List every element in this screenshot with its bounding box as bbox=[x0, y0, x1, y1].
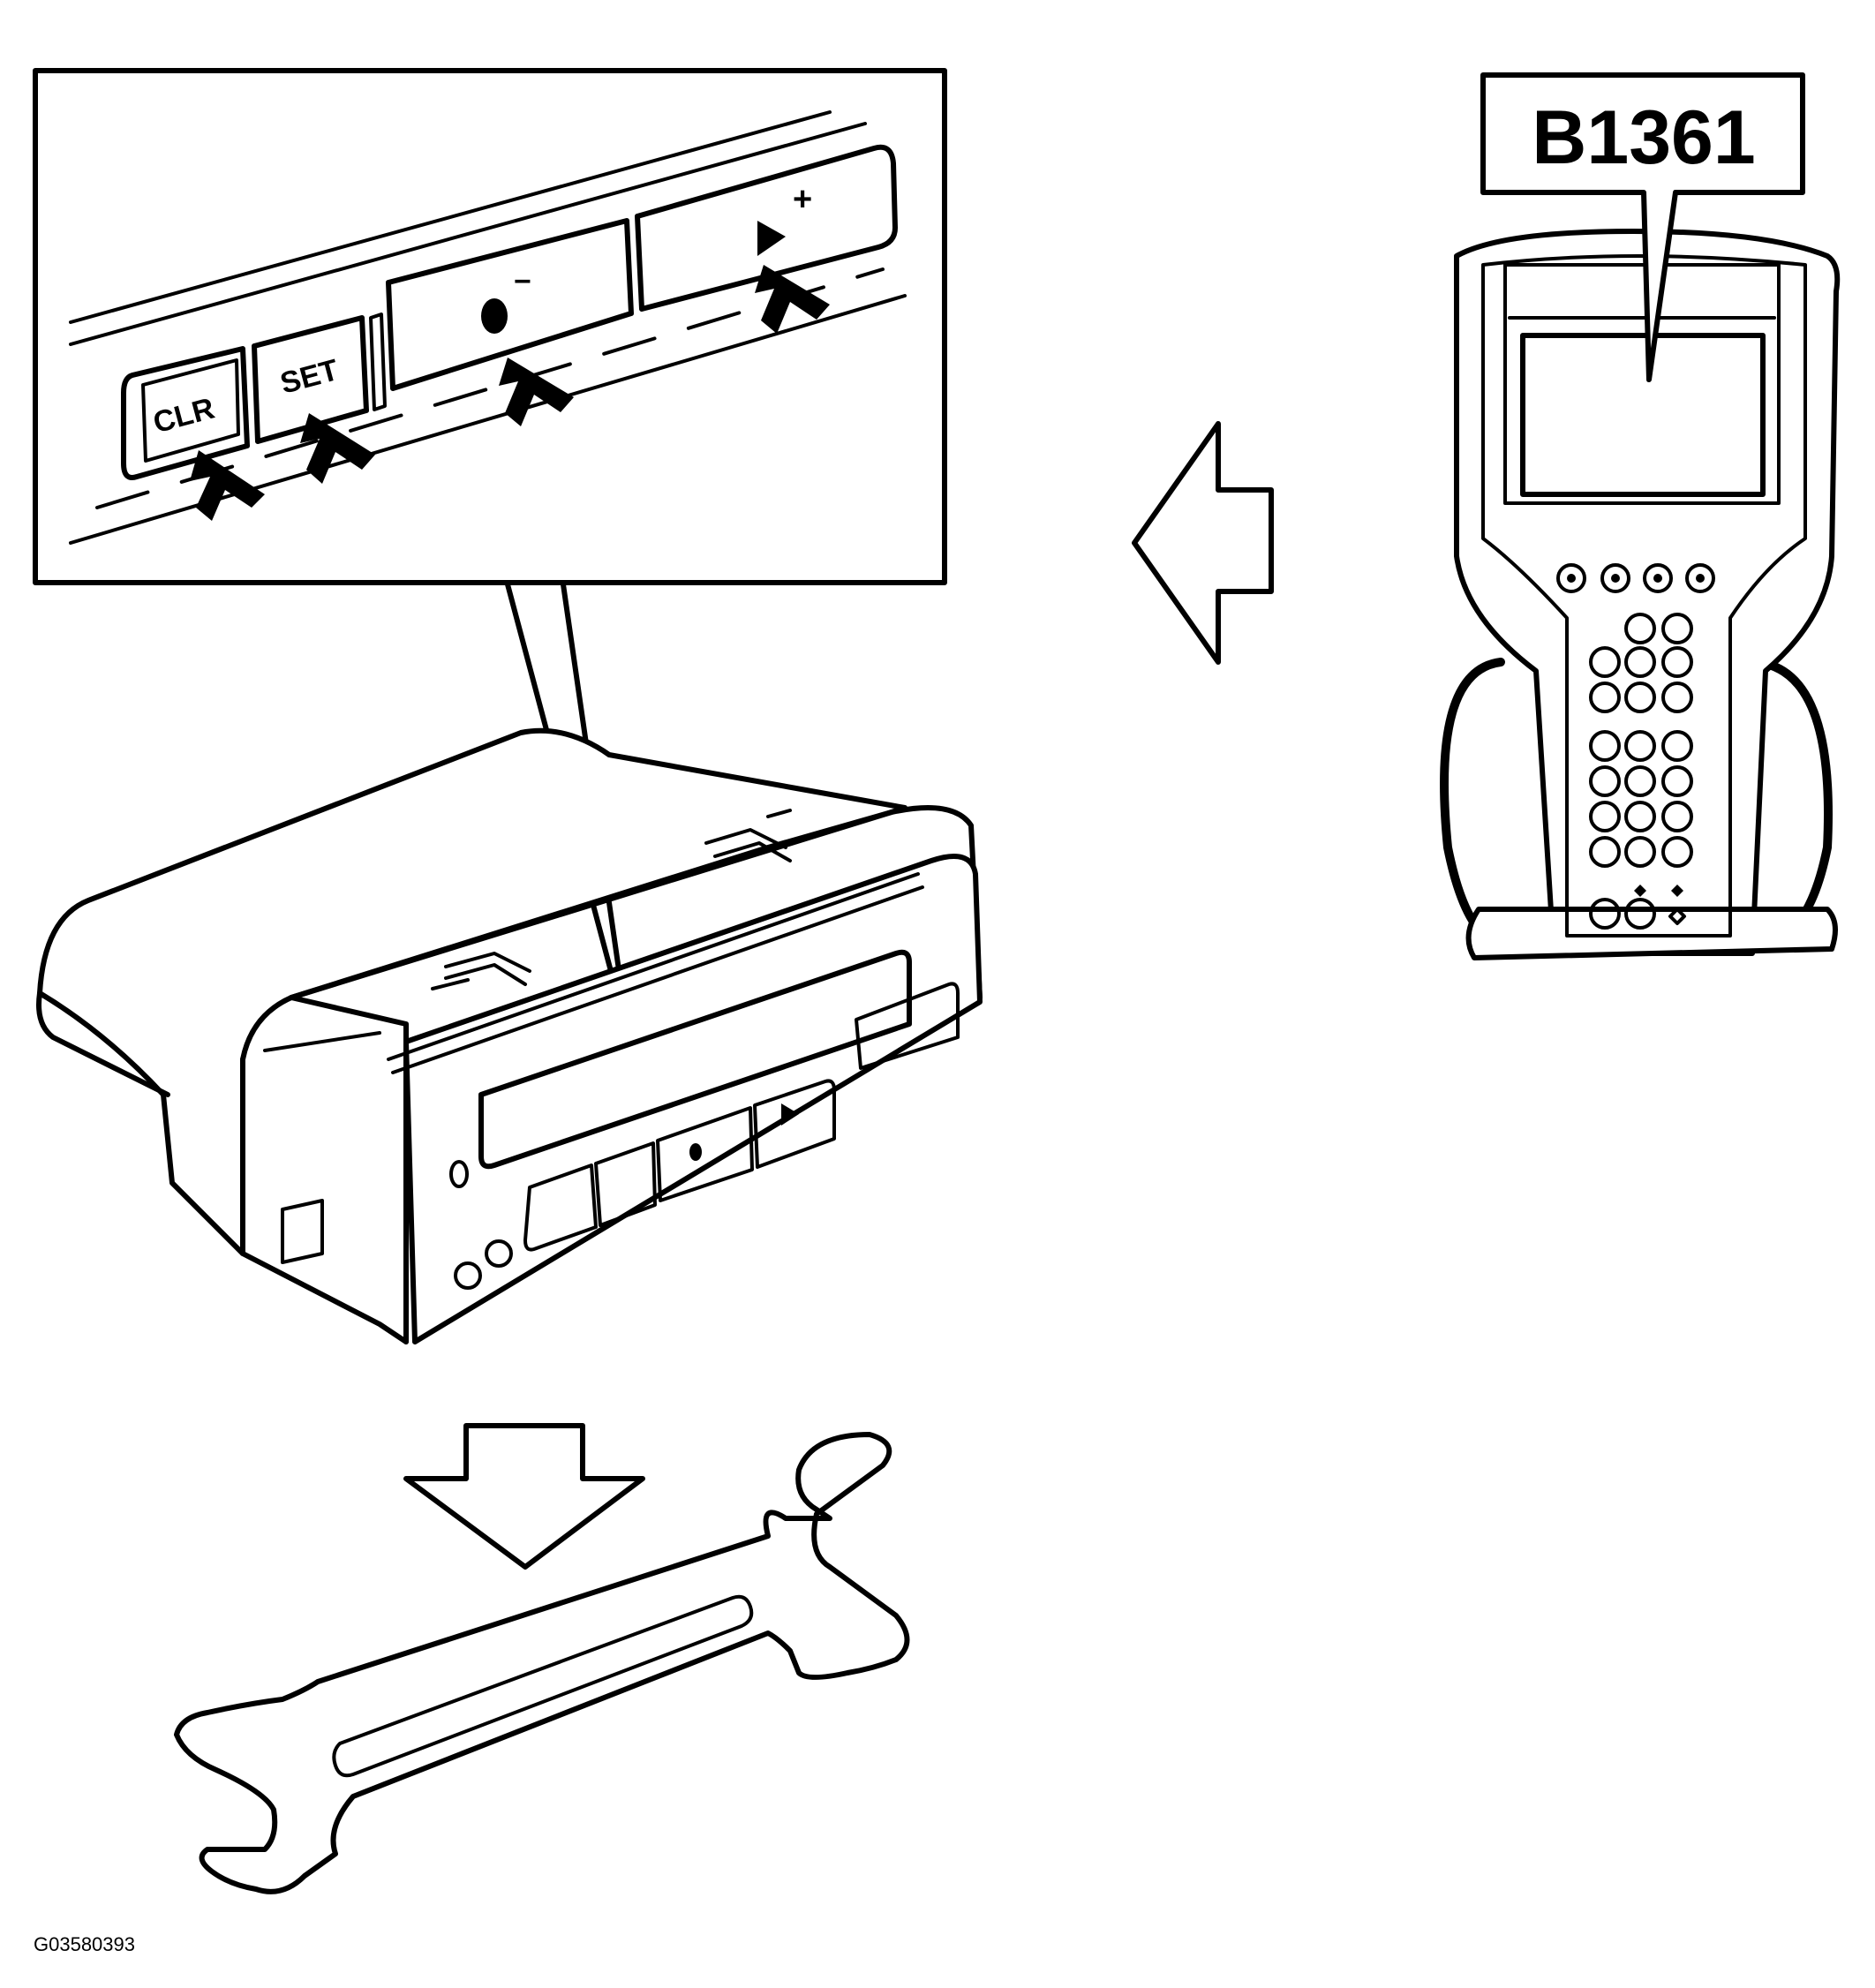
arrow-icon-clr bbox=[190, 450, 265, 521]
dtc-code-callout bbox=[1480, 72, 1805, 382]
arrow-icon-plus bbox=[755, 265, 830, 334]
function-keys bbox=[1556, 563, 1715, 593]
control-module bbox=[36, 727, 983, 1344]
arrow-icon-minus bbox=[499, 358, 574, 426]
minus-label: − bbox=[514, 265, 531, 298]
keypad bbox=[1589, 613, 1693, 930]
play-symbol bbox=[757, 221, 786, 256]
wrench-icon bbox=[174, 1432, 910, 1894]
plus-button-detail: + bbox=[635, 144, 898, 312]
figure-id: G03580393 bbox=[34, 1933, 135, 1955]
press-arrows bbox=[190, 265, 830, 521]
scan-tool: B1361 bbox=[1440, 72, 1841, 960]
minus-button-detail: − bbox=[386, 218, 634, 391]
arrow-icon-set bbox=[300, 413, 375, 484]
button-zoom-callout: CLR SET − + bbox=[33, 68, 947, 585]
dtc-code: B1361 bbox=[1532, 95, 1755, 180]
plus-label: + bbox=[793, 181, 812, 218]
arrow-left-icon bbox=[1132, 421, 1274, 665]
arrow-down-icon bbox=[403, 1423, 645, 1570]
dot-symbol bbox=[481, 298, 508, 334]
